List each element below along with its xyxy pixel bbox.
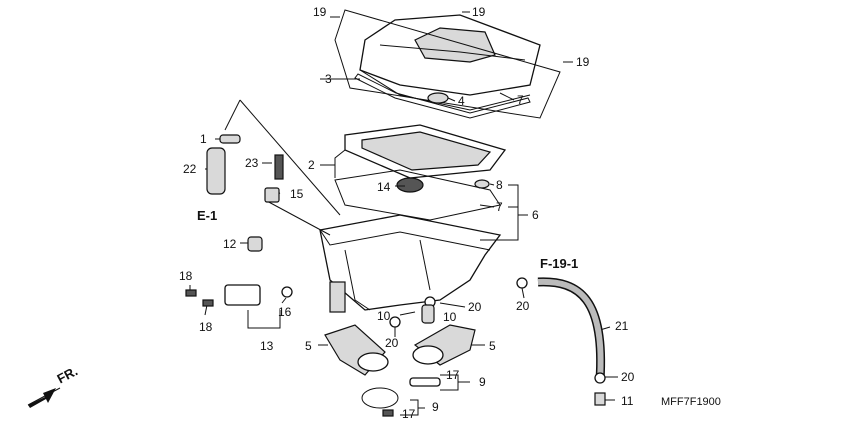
callout-18-lower: 18 <box>199 320 213 334</box>
lower-seal <box>334 169 501 221</box>
band-lower <box>361 387 399 409</box>
funnel-left <box>324 324 389 376</box>
clip <box>219 134 241 144</box>
callout-3: 3 <box>325 72 332 86</box>
plug <box>247 236 263 252</box>
upper-seal <box>354 73 531 119</box>
air-cleaner-case <box>319 214 502 313</box>
bolt-lower <box>202 299 214 307</box>
callout-18-upper: 18 <box>179 269 193 283</box>
collar <box>264 187 280 203</box>
cap <box>421 304 435 324</box>
ref-f191: F-19-1 <box>540 256 579 271</box>
callout-4: 4 <box>458 94 465 108</box>
callout-20-hose: 20 <box>516 299 530 313</box>
connecting-tube <box>396 177 424 193</box>
callout-19-far: 19 <box>576 55 590 69</box>
callout-14: 14 <box>377 180 391 194</box>
callout-17-upper: 17 <box>446 368 460 382</box>
bolt <box>274 154 284 180</box>
callout-2: 2 <box>308 158 315 172</box>
grommet <box>427 92 449 104</box>
air-cleaner-cover <box>359 14 541 111</box>
callout-15: 15 <box>290 187 304 201</box>
callout-5-left: 5 <box>305 339 312 353</box>
band-upper <box>409 377 441 387</box>
breather-tube <box>537 277 606 381</box>
drain-tube <box>206 147 226 195</box>
callout-6: 6 <box>532 208 539 222</box>
diagram-code: MFF7F1900 <box>661 396 721 408</box>
callout-20-tube: 20 <box>621 370 635 384</box>
callout-19-left: 19 <box>313 5 327 19</box>
callout-20-funnel: 20 <box>385 336 399 350</box>
callout-11: 11 <box>621 394 634 408</box>
callout-8: 8 <box>496 178 503 192</box>
small-grommet <box>474 179 490 189</box>
bracket <box>224 284 261 306</box>
clip-20 <box>516 277 528 289</box>
plug-11 <box>594 392 606 406</box>
callout-21: 21 <box>615 319 629 333</box>
callout-7-lower: 7 <box>496 200 503 214</box>
funnel-right <box>412 324 476 366</box>
callout-7-upper: 7 <box>517 93 524 107</box>
callout-10-left: 10 <box>377 309 391 323</box>
callout-17-lower: 17 <box>402 407 416 421</box>
clamp-small-2 <box>389 316 401 328</box>
callout-23: 23 <box>245 156 259 170</box>
air-cleaner-element <box>344 124 507 179</box>
callout-9-upper: 9 <box>479 375 486 389</box>
callout-16: 16 <box>278 305 292 319</box>
washer <box>281 286 293 298</box>
front-arrow-icon <box>28 388 56 408</box>
callout-20-case: 20 <box>468 300 482 314</box>
callout-13: 13 <box>260 339 274 353</box>
callout-10-right: 10 <box>443 310 457 324</box>
clip-20b <box>594 372 606 384</box>
callout-12: 12 <box>223 237 237 251</box>
bolt-upper <box>185 289 197 297</box>
callout-19-right: 19 <box>472 5 486 19</box>
screw-17 <box>382 409 394 417</box>
callout-1: 1 <box>200 132 207 146</box>
ref-e1: E-1 <box>197 208 218 223</box>
callout-22: 22 <box>183 162 197 176</box>
callout-9-lower: 9 <box>432 400 439 414</box>
callout-5-right: 5 <box>489 339 496 353</box>
